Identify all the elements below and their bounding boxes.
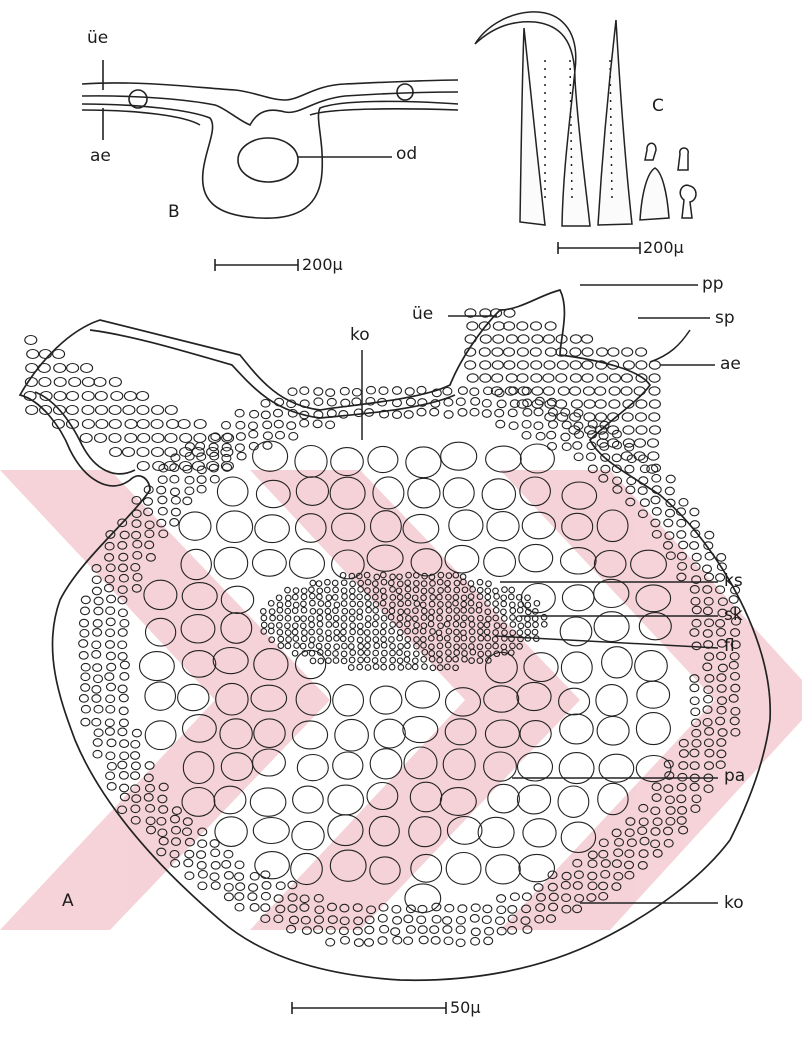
panel-a-scale-label: 50µ <box>450 1000 481 1016</box>
label-ks: ks <box>724 573 743 590</box>
panel-c-scale-bar <box>558 242 640 254</box>
label-lower-epidermis-b: ae <box>90 148 111 165</box>
label-pp: pp <box>702 276 724 293</box>
label-ko-bottom: ko <box>724 895 744 912</box>
label-ue: üe <box>412 306 433 323</box>
label-ko-top: ko <box>350 327 370 344</box>
label-pa: pa <box>724 768 745 785</box>
panel-c-scale-label: 200µ <box>643 240 684 256</box>
label-ae: ae <box>720 356 741 373</box>
label-upper-epidermis-b: üe <box>87 30 108 47</box>
panel-c-letter: C <box>652 98 664 115</box>
label-fl: fl <box>724 638 735 655</box>
panel-b-scale-bar <box>215 259 298 271</box>
label-sk: sk <box>724 607 743 624</box>
panel-b-letter: B <box>168 204 180 221</box>
panel-c-drawing <box>475 12 696 226</box>
label-sp: sp <box>715 310 735 327</box>
panel-a-letter: A <box>62 893 74 910</box>
panel-a-scale-bar <box>292 1002 446 1014</box>
panel-b-drawing <box>82 60 458 218</box>
label-oil-duct: od <box>396 146 417 163</box>
panel-b-scale-label: 200µ <box>302 257 343 273</box>
